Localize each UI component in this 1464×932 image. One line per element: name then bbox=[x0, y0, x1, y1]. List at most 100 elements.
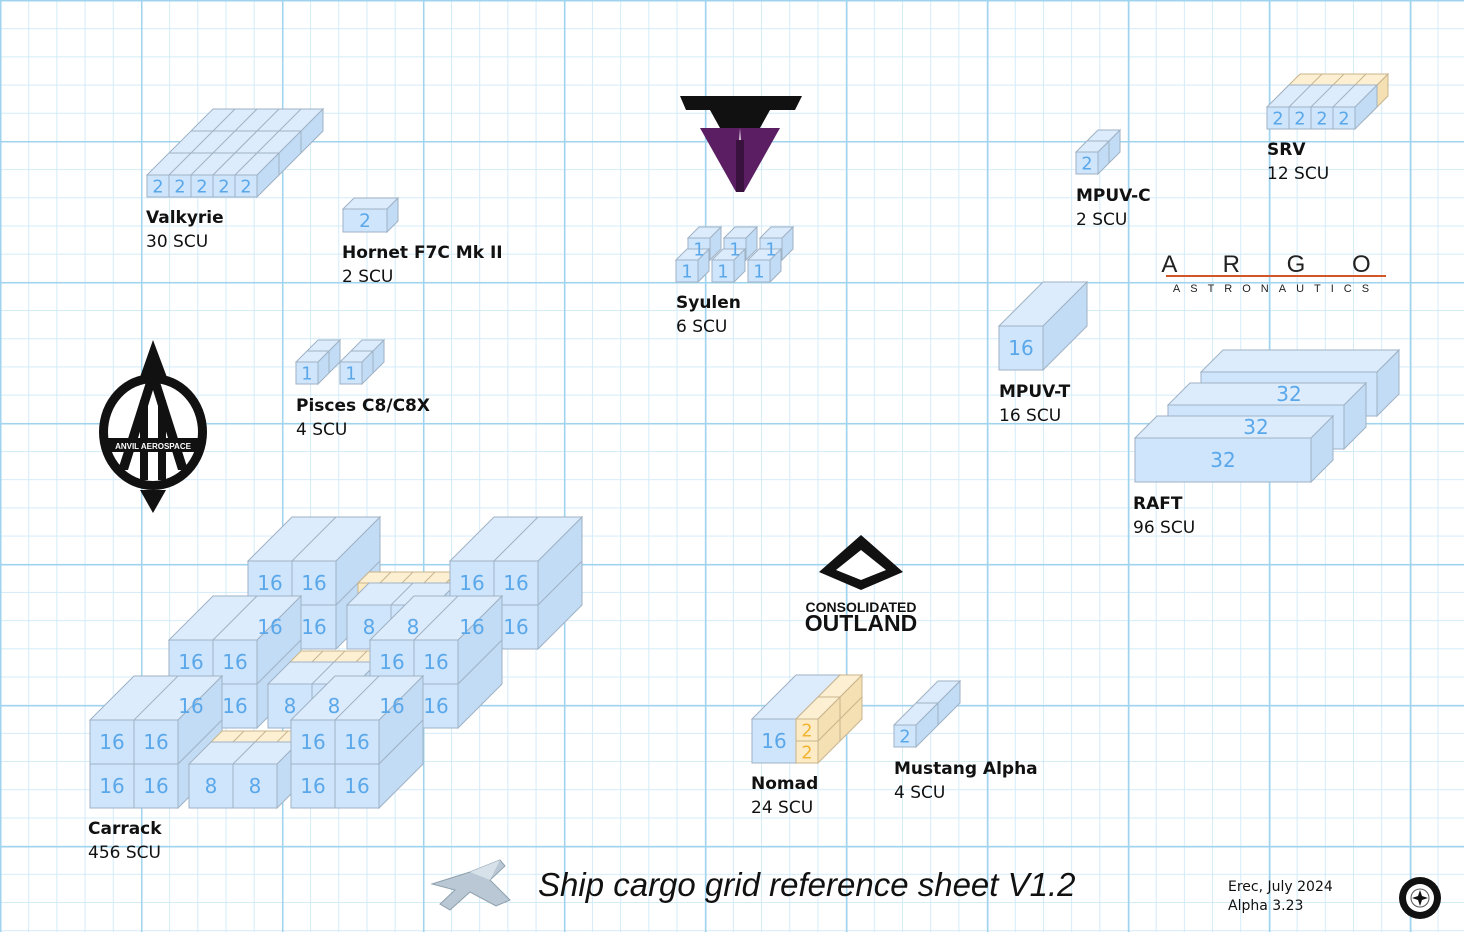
cargo-box bbox=[997, 280, 1089, 372]
box-scu-label: 16 bbox=[379, 650, 404, 674]
box-scu-label: 16 bbox=[459, 615, 484, 639]
ship-cargo-syulen bbox=[674, 225, 795, 284]
box-scu-label: 2 bbox=[218, 177, 229, 197]
box-scu-label: 16 bbox=[178, 650, 203, 674]
box-front-face bbox=[1134, 437, 1312, 483]
box-scu-label: 1 bbox=[681, 262, 692, 282]
box-scu-label: 2 bbox=[1081, 154, 1092, 174]
box-scu-label: 16 bbox=[257, 615, 282, 639]
gatac-logo bbox=[680, 96, 802, 192]
made-by-community-logo bbox=[1399, 877, 1441, 919]
ship-scu: 30 SCU bbox=[146, 232, 209, 252]
cargo-box bbox=[674, 247, 711, 284]
box-scu-label: 16 bbox=[459, 571, 484, 595]
box-front-face bbox=[747, 259, 771, 283]
cargo-box bbox=[1265, 83, 1379, 131]
ship-name: MPUV-T bbox=[999, 382, 1071, 402]
ship-cargo-hornet-f7c-mk-ii bbox=[341, 196, 400, 234]
box-divider bbox=[168, 108, 236, 176]
box-divider bbox=[423, 571, 436, 584]
box-scu-label: 16 bbox=[99, 730, 124, 754]
box-scu-label: 16 bbox=[300, 774, 325, 798]
box-divider bbox=[234, 108, 302, 176]
box-top-face bbox=[1133, 415, 1335, 439]
box-divider bbox=[256, 639, 302, 685]
box-scu-label: 2 bbox=[899, 727, 910, 747]
box-divider bbox=[379, 571, 392, 584]
box-scu-label: 2 bbox=[801, 743, 812, 763]
box-scu-label: 8 bbox=[205, 774, 218, 798]
argo-logo-subtext: ASTRONAUTICS bbox=[1173, 283, 1379, 295]
cargo-box bbox=[1074, 128, 1122, 176]
box-divider bbox=[1332, 84, 1356, 108]
box-divider bbox=[1310, 84, 1334, 108]
argo-logo: A R G O ASTRONAUTICS bbox=[1161, 251, 1386, 295]
box-divider bbox=[355, 650, 368, 663]
box-scu-label: 2 bbox=[240, 177, 251, 197]
ship-cargo-valkyrie bbox=[145, 107, 325, 199]
box-scu-label: 1 bbox=[301, 364, 312, 384]
box-divider bbox=[333, 650, 346, 663]
ship-scu: 96 SCU bbox=[1133, 518, 1196, 538]
box-scu-label: 1 bbox=[753, 262, 764, 282]
ship-scu: 6 SCU bbox=[676, 317, 728, 337]
cargo-box bbox=[368, 594, 504, 730]
ship-name: Carrack bbox=[88, 819, 162, 839]
box-scu-label: 8 bbox=[249, 774, 262, 798]
box-divider bbox=[378, 719, 424, 765]
ship-cargo-carrack bbox=[88, 515, 584, 810]
box-divider bbox=[401, 571, 414, 584]
ship-name: Pisces C8/C8X bbox=[296, 396, 430, 416]
sheet-title: Ship cargo grid reference sheet V1.2 bbox=[538, 866, 1076, 903]
box-front-face bbox=[675, 259, 699, 283]
co-logo-bottom: OUTLAND bbox=[805, 610, 917, 636]
box-scu-label: 16 bbox=[257, 571, 282, 595]
ship-scu: 2 SCU bbox=[342, 267, 394, 287]
cargo-box bbox=[710, 247, 747, 284]
box-divider bbox=[390, 582, 414, 606]
box-front-face bbox=[1075, 151, 1099, 175]
cargo-box bbox=[1133, 414, 1335, 484]
credit-author: Erec, July 2024 bbox=[1228, 879, 1333, 895]
box-scu-label: 16 bbox=[379, 694, 404, 718]
box-front-face bbox=[295, 361, 319, 385]
box-divider bbox=[177, 719, 223, 765]
cargo-box bbox=[746, 247, 783, 284]
box-scu-label: 16 bbox=[301, 571, 326, 595]
ship-name: Mustang Alpha bbox=[894, 759, 1038, 779]
ship-cargo-labels-mustang-alpha: 2 bbox=[899, 727, 910, 747]
box-scu-label: 16 bbox=[143, 774, 168, 798]
box-scu-label: 1 bbox=[717, 262, 728, 282]
box-divider bbox=[133, 675, 179, 721]
ship-cargo-pisces-c8-c8x bbox=[294, 338, 386, 386]
box-scu-label: 2 bbox=[1272, 109, 1283, 129]
box-divider bbox=[212, 108, 280, 176]
box-front-face bbox=[998, 325, 1044, 371]
box-scu-label: 1 bbox=[765, 240, 776, 260]
box-scu-label: 8 bbox=[328, 694, 341, 718]
ship-name: MPUV-C bbox=[1076, 186, 1151, 206]
box-scu-label: 8 bbox=[284, 694, 297, 718]
anvil-aerospace-logo: ANVIL AEROSPACE bbox=[99, 340, 207, 513]
box-scu-label: 1 bbox=[693, 240, 704, 260]
box-scu-label: 16 bbox=[761, 729, 786, 753]
box-front-face bbox=[342, 208, 388, 233]
box-scu-label: 32 bbox=[1210, 448, 1235, 472]
ship-cargo-mpuv-c bbox=[1074, 128, 1122, 176]
box-scu-label: 2 bbox=[1294, 109, 1305, 129]
ship-scu: 456 SCU bbox=[88, 843, 161, 863]
ship-name: Valkyrie bbox=[146, 208, 224, 228]
ship-cargo-mustang-alpha bbox=[892, 679, 962, 749]
box-scu-label: 2 bbox=[1338, 109, 1349, 129]
